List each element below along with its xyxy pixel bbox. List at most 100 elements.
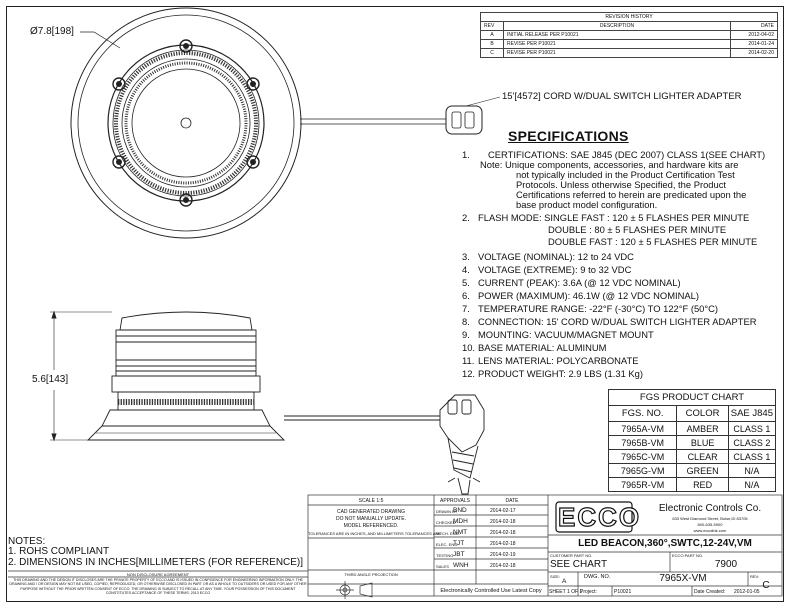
disclosure-text: THIS DRAWING AND THE DESIGN IT DISCLOSES… xyxy=(9,578,307,596)
spec-text: TEMPERATURE RANGE: -22°F (-30°C) TO 122°… xyxy=(478,303,719,314)
color-cell: RED xyxy=(676,477,729,492)
spec-number: 11. xyxy=(462,355,475,366)
color-cell: CLEAR xyxy=(676,449,729,464)
fgs-no-header: FGS. NO. xyxy=(607,405,678,422)
approval-name: NMT xyxy=(453,529,468,536)
approval-role: CHECKED xyxy=(436,520,456,525)
spec-text: not typically included in the Product Ce… xyxy=(516,169,735,180)
rev-cell: B xyxy=(480,39,504,49)
revision-history-table: REVISION HISTORY REV DESCRIPTION DATE A … xyxy=(480,12,778,58)
rev-cell: A xyxy=(480,30,504,40)
description-cell: REVISE PER P10021 xyxy=(503,39,731,49)
approval-date-header: DATE xyxy=(505,498,519,504)
spec-text: BASE MATERIAL: ALUMINUM xyxy=(478,342,607,353)
spec-number: 8. xyxy=(462,316,470,327)
sae-cell: N/A xyxy=(727,477,777,492)
dwg-no-value: 7965X-VM xyxy=(659,573,707,584)
top-view xyxy=(70,7,501,239)
approval-role: ELEC. ENG. xyxy=(436,542,459,547)
controlled-note: Electronically Controlled Use Latest Cop… xyxy=(440,588,542,594)
approvals-header: APPROVALS xyxy=(440,498,470,504)
approval-date: 2014-02-18 xyxy=(490,530,516,536)
date-cell: 2014-02-20 xyxy=(730,48,778,58)
spec-text: VOLTAGE (EXTREME): 9 to 32 VDC xyxy=(478,264,632,275)
cord-label: 15'[4572] CORD W/DUAL SWITCH LIGHTER ADA… xyxy=(502,91,742,102)
approval-role: MECH. ENG. xyxy=(436,531,460,536)
sae-cell: CLASS 1 xyxy=(727,449,777,464)
sheet-border xyxy=(6,6,784,602)
cad-note-line: CAD GENERATED DRAWING xyxy=(336,509,406,515)
spec-text: CERTIFICATIONS: SAE J845 (DEC 2007) CLAS… xyxy=(488,149,766,160)
spec-number: 12. xyxy=(462,368,476,379)
ecco-part-label: ECCO PART NO. xyxy=(672,553,704,558)
fgs-no-cell: 7965C-VM xyxy=(607,449,678,464)
approval-date: 2014-02-18 xyxy=(490,541,516,547)
ecco-logo xyxy=(555,501,633,533)
spec-text: FLASH MODE: SINGLE FAST : 120 ± 5 FLASHE… xyxy=(478,212,750,223)
approval-date: 2014-02-17 xyxy=(490,508,516,514)
date-header: DATE xyxy=(730,21,778,31)
ecco-logo-text: ECCO xyxy=(557,501,642,532)
rev-label: REV: xyxy=(750,574,760,579)
color-cell: AMBER xyxy=(676,421,729,436)
approval-role: TESTING xyxy=(436,553,454,558)
fgs-no-cell: 7965B-VM xyxy=(607,435,678,450)
revision-row: A INITIAL RELEASE PER P10021 2012-04-02 xyxy=(480,30,778,40)
date-created-label: Date Created: xyxy=(694,589,726,595)
scale-label: SCALE 1:5 xyxy=(358,498,384,504)
spec-number: 3. xyxy=(462,251,470,262)
note-item: 1. ROHS COMPLIANT xyxy=(8,546,110,557)
approval-date: 2014-02-18 xyxy=(490,519,516,525)
revision-row: C REVISE PER P10021 2014-02-20 xyxy=(480,48,778,58)
spec-number: 4. xyxy=(462,264,470,275)
spec-text: CONNECTION: 15' CORD W/DUAL SWITCH LIGHT… xyxy=(478,316,757,327)
projection-label: THIRD ANGLE PROJECTION xyxy=(344,572,398,577)
spec-number: 1. xyxy=(462,149,470,160)
ecco-part-value: 7900 xyxy=(714,559,738,570)
approval-name: WNH xyxy=(453,562,469,569)
tolerance-note: TOLERANCES ARE IN INCHES, AND MILLIMETER… xyxy=(308,531,441,536)
spec-number: 10. xyxy=(462,342,476,353)
approval-role: SALES xyxy=(436,564,449,569)
spec-number: 7. xyxy=(462,303,470,314)
company-name: Electronic Controls Co. xyxy=(658,503,762,514)
notes-title: NOTES: xyxy=(8,536,46,547)
customer-part-label: CUSTOMER PART NO. xyxy=(550,553,593,558)
fgs-no-cell: 7965G-VM xyxy=(607,463,678,478)
spec-text: Certifications referred to herein are pr… xyxy=(516,189,747,200)
approval-name: MDH xyxy=(453,518,468,525)
sae-cell: CLASS 2 xyxy=(727,435,777,450)
sae-cell: CLASS 1 xyxy=(727,421,777,436)
rev-value: C xyxy=(762,580,770,591)
spec-text: MOUNTING: VACUUM/MAGNET MOUNT xyxy=(478,329,654,340)
fgs-no-cell: 7965R-VM xyxy=(607,477,678,492)
color-cell: BLUE xyxy=(676,435,729,450)
company-website: www.eccolink.com xyxy=(693,528,727,533)
approval-name: JBT xyxy=(453,551,465,558)
cad-note-line: DO NOT MANUALLY UPDATE. xyxy=(336,516,406,522)
approval-date: 2014-02-19 xyxy=(490,552,516,558)
fgs-no-cell: 7965A-VM xyxy=(607,421,678,436)
rev-header: REV xyxy=(480,21,504,31)
sae-cell: N/A xyxy=(727,463,777,478)
note-item: 2. DIMENSIONS IN INCHES[MILLIMETERS (FOR… xyxy=(8,557,304,568)
disclosure-title: NON DISCLOSURE AGREEMENT xyxy=(126,572,190,577)
spec-text: VOLTAGE (NOMINAL): 12 to 24 VDC xyxy=(478,251,634,262)
spec-number: 9. xyxy=(462,329,470,340)
spec-text: LENS MATERIAL: POLYCARBONATE xyxy=(478,355,639,366)
size-value: A xyxy=(562,578,567,585)
title-block-frame xyxy=(8,494,783,599)
spec-text: Protocols. Unless otherwise Specified, t… xyxy=(516,179,726,190)
spec-text: DOUBLE FAST : 120 ± 5 FLASHES PER MINUTE xyxy=(548,236,758,247)
approval-name: BND xyxy=(453,507,467,514)
spec-text: Note: Unique components, accessories, an… xyxy=(480,159,739,170)
company-address: 833 West Diamond Street, Boise,ID 83705 xyxy=(672,516,748,521)
description-header: DESCRIPTION xyxy=(503,21,731,31)
approval-role: DRAWN BY xyxy=(436,509,458,514)
date-cell: 2014-01-24 xyxy=(730,39,778,49)
spec-text: PRODUCT WEIGHT: 2.9 LBS (1.31 Kg) xyxy=(478,368,643,379)
